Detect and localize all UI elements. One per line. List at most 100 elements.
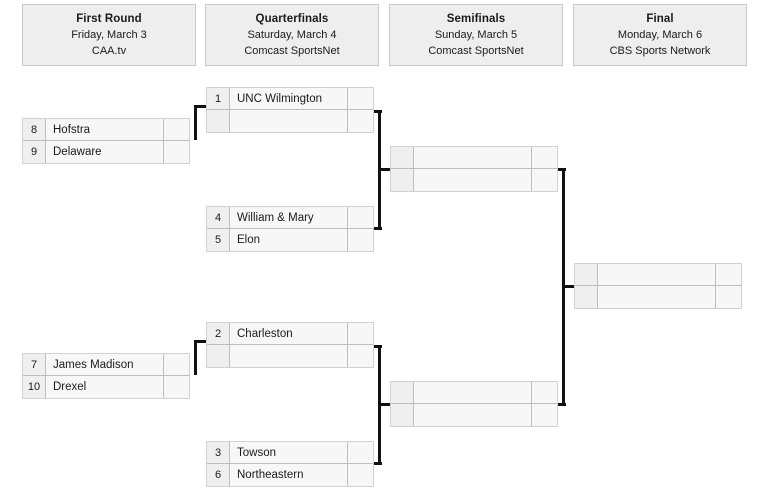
table-row[interactable]: 9 Delaware xyxy=(23,141,189,163)
team-score xyxy=(532,169,557,191)
team-name xyxy=(414,404,532,426)
team-name: Charleston xyxy=(230,323,348,344)
seed-label xyxy=(391,382,414,403)
team-score xyxy=(348,345,373,367)
team-score xyxy=(532,382,557,403)
team-name: William & Mary xyxy=(230,207,348,228)
round-header-first-round: First Round Friday, March 3 CAA.tv xyxy=(22,4,196,66)
connector-r1-top xyxy=(194,105,197,140)
round-date: Saturday, March 4 xyxy=(247,29,337,41)
team-score xyxy=(164,354,189,375)
team-score xyxy=(348,442,373,463)
team-name xyxy=(598,264,716,285)
team-score xyxy=(348,110,373,132)
team-score xyxy=(164,141,189,163)
round-header-quarterfinals: Quarterfinals Saturday, March 4 Comcast … xyxy=(205,4,379,66)
table-row[interactable]: 4 William & Mary xyxy=(207,207,373,229)
seed-label: 7 xyxy=(23,354,46,375)
matchup-final[interactable] xyxy=(574,263,742,309)
table-row[interactable] xyxy=(207,345,373,367)
table-row[interactable] xyxy=(575,264,741,286)
seed-label: 10 xyxy=(23,376,46,398)
round-network: CBS Sports Network xyxy=(609,45,711,57)
team-name xyxy=(598,286,716,308)
connector-sf-bottom-out xyxy=(554,403,566,406)
team-score xyxy=(348,229,373,251)
matchup-quarterfinal-4[interactable]: 3 Towson 6 Northeastern xyxy=(206,441,374,487)
connector-r1-bottom xyxy=(194,340,197,375)
round-network: Comcast SportsNet xyxy=(428,45,524,57)
table-row[interactable]: 2 Charleston xyxy=(207,323,373,345)
round-title: First Round xyxy=(76,13,142,25)
seed-label: 5 xyxy=(207,229,230,251)
team-name: Northeastern xyxy=(230,464,348,486)
seed-label xyxy=(575,264,598,285)
team-name: Elon xyxy=(230,229,348,251)
team-score xyxy=(532,147,557,168)
table-row[interactable] xyxy=(391,147,557,169)
table-row[interactable] xyxy=(391,382,557,404)
connector-final-in xyxy=(562,285,576,288)
matchup-semifinal-bottom[interactable] xyxy=(390,381,558,427)
seed-label xyxy=(391,169,414,191)
team-name: Drexel xyxy=(46,376,164,398)
table-row[interactable]: 10 Drexel xyxy=(23,376,189,398)
round-network: CAA.tv xyxy=(91,45,127,57)
round-header-final: Final Monday, March 6 CBS Sports Network xyxy=(573,4,747,66)
seed-label: 2 xyxy=(207,323,230,344)
matchup-first-round-top[interactable]: 8 Hofstra 9 Delaware xyxy=(22,118,190,164)
team-score xyxy=(348,464,373,486)
team-name xyxy=(230,110,348,132)
table-row[interactable]: 7 James Madison xyxy=(23,354,189,376)
table-row[interactable]: 8 Hofstra xyxy=(23,119,189,141)
team-name xyxy=(414,147,532,168)
matchup-quarterfinal-2[interactable]: 4 William & Mary 5 Elon xyxy=(206,206,374,252)
team-name xyxy=(230,345,348,367)
connector-r1-bottom-in xyxy=(194,340,208,343)
connector-r1-top-in xyxy=(194,105,208,108)
team-name: UNC Wilmington xyxy=(230,88,348,109)
table-row[interactable] xyxy=(575,286,741,308)
connector-sf-bottom-in xyxy=(378,403,392,406)
seed-label: 6 xyxy=(207,464,230,486)
round-network: Comcast SportsNet xyxy=(244,45,340,57)
connector-qf3-out xyxy=(370,345,382,348)
table-row[interactable] xyxy=(391,169,557,191)
connector-qf2-out xyxy=(370,227,382,230)
team-name: Hofstra xyxy=(46,119,164,140)
connector-sf-top-in xyxy=(378,168,392,171)
team-score xyxy=(348,323,373,344)
table-row[interactable]: 1 UNC Wilmington xyxy=(207,88,373,110)
team-score xyxy=(164,119,189,140)
seed-label xyxy=(207,110,230,132)
table-row[interactable] xyxy=(207,110,373,132)
round-title: Semifinals xyxy=(446,13,506,25)
seed-label: 8 xyxy=(23,119,46,140)
team-score xyxy=(348,207,373,228)
round-title: Quarterfinals xyxy=(255,13,329,25)
round-header-semifinals: Semifinals Sunday, March 5 Comcast Sport… xyxy=(389,4,563,66)
connector-sf-top-out xyxy=(554,168,566,171)
matchup-quarterfinal-1[interactable]: 1 UNC Wilmington xyxy=(206,87,374,133)
team-score xyxy=(532,404,557,426)
seed-label: 9 xyxy=(23,141,46,163)
connector-qf1-out xyxy=(370,110,382,113)
matchup-quarterfinal-3[interactable]: 2 Charleston xyxy=(206,322,374,368)
round-title: Final xyxy=(646,13,674,25)
team-name xyxy=(414,382,532,403)
matchup-first-round-bottom[interactable]: 7 James Madison 10 Drexel xyxy=(22,353,190,399)
seed-label xyxy=(575,286,598,308)
table-row[interactable] xyxy=(391,404,557,426)
seed-label xyxy=(391,147,414,168)
round-date: Sunday, March 5 xyxy=(434,29,518,41)
table-row[interactable]: 3 Towson xyxy=(207,442,373,464)
team-name: James Madison xyxy=(46,354,164,375)
matchup-semifinal-top[interactable] xyxy=(390,146,558,192)
team-score xyxy=(164,376,189,398)
round-date: Friday, March 3 xyxy=(71,29,147,41)
table-row[interactable]: 5 Elon xyxy=(207,229,373,251)
seed-label xyxy=(207,345,230,367)
table-row[interactable]: 6 Northeastern xyxy=(207,464,373,486)
team-score xyxy=(716,286,741,308)
seed-label: 4 xyxy=(207,207,230,228)
